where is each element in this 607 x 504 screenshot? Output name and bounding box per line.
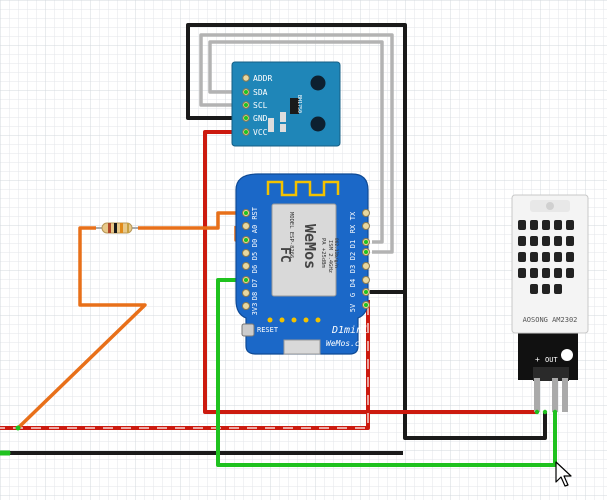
chip-line-1: MODEL ESP-8266 [288,212,294,258]
wifi-antenna [266,180,340,197]
mouse-cursor-icon [555,461,572,487]
sensor-pin-vcc: VCC [253,128,268,137]
dht-pin-plus: + [535,355,540,364]
chip-line-4: 802.11b/g/n [333,238,339,268]
pin-3v3: 3V3 [251,303,259,316]
left-pin-header: RST A0 D0 D5 D6 D7 D8 3V3 [242,206,259,316]
pin-d7: D7 [251,279,259,287]
sensor-pin-gnd: GND [253,114,268,123]
brand-wemos-cc: WeMos.cc [326,339,365,348]
pin-d6: D6 [251,265,259,273]
wire-gray-i2c[interactable] [199,33,394,254]
right-pin-header: TX RX D1 D2 D3 D4 G 5V [349,209,370,312]
junction-dots [5,409,558,456]
pin-g: G [349,293,357,297]
brand-d1mini: D1mini [331,325,368,336]
pin-5v: 5V [349,303,357,312]
pin-d8: D8 [251,292,259,300]
wemos-logo: WeMos [301,224,319,269]
wire-red-stripe [0,305,369,429]
pin-d1: D1 [349,240,357,248]
sensor-pin-addr: ADDR [253,74,272,83]
sensor-pin-scl: SCL [253,101,268,110]
dht-pin-out: OUT [545,356,558,364]
pin-tx: TX [349,211,357,220]
pin-rx: RX [349,224,357,233]
reset-button[interactable] [241,323,255,337]
pin-rst: RST [251,206,259,219]
light-sensor-module[interactable]: BH1750 ADDR SDA SCL GND VCC [231,61,341,147]
pin-d3: D3 [349,265,357,273]
pin-d5: D5 [251,252,259,260]
pin-a0: A0 [251,225,259,233]
pin-d4: D4 [349,279,357,287]
esp8266-chip-shield [271,203,337,297]
wire-black-gnd-loop[interactable] [0,23,547,455]
chip-line-2: PA +25dBm [320,238,326,268]
sensor-chip-label: BH1750 [296,95,302,113]
bottom-pads [267,317,321,323]
wemos-d1-mini-board[interactable]: FC WeMos MODEL ESP-8266 PA +25dBm ISM 2.… [235,173,370,355]
pin-d2: D2 [349,252,357,260]
usb-port [283,339,321,355]
dht-vent-grille [518,220,574,294]
resistor[interactable] [96,222,138,234]
sensor-pin-sda: SDA [253,88,268,97]
reset-label: RESET [257,326,279,334]
dht22-sensor[interactable]: + OUT - AOSONG AM2302 [511,194,589,412]
dht-model-text: AOSONG AM2302 [523,316,578,324]
chip-line-3: ISM 2.4GHz [327,240,333,273]
pin-d0: D0 [251,239,259,247]
fc-mark: FC [277,247,292,263]
sensor-pin-column: ADDR SDA SCL GND VCC [242,74,272,137]
